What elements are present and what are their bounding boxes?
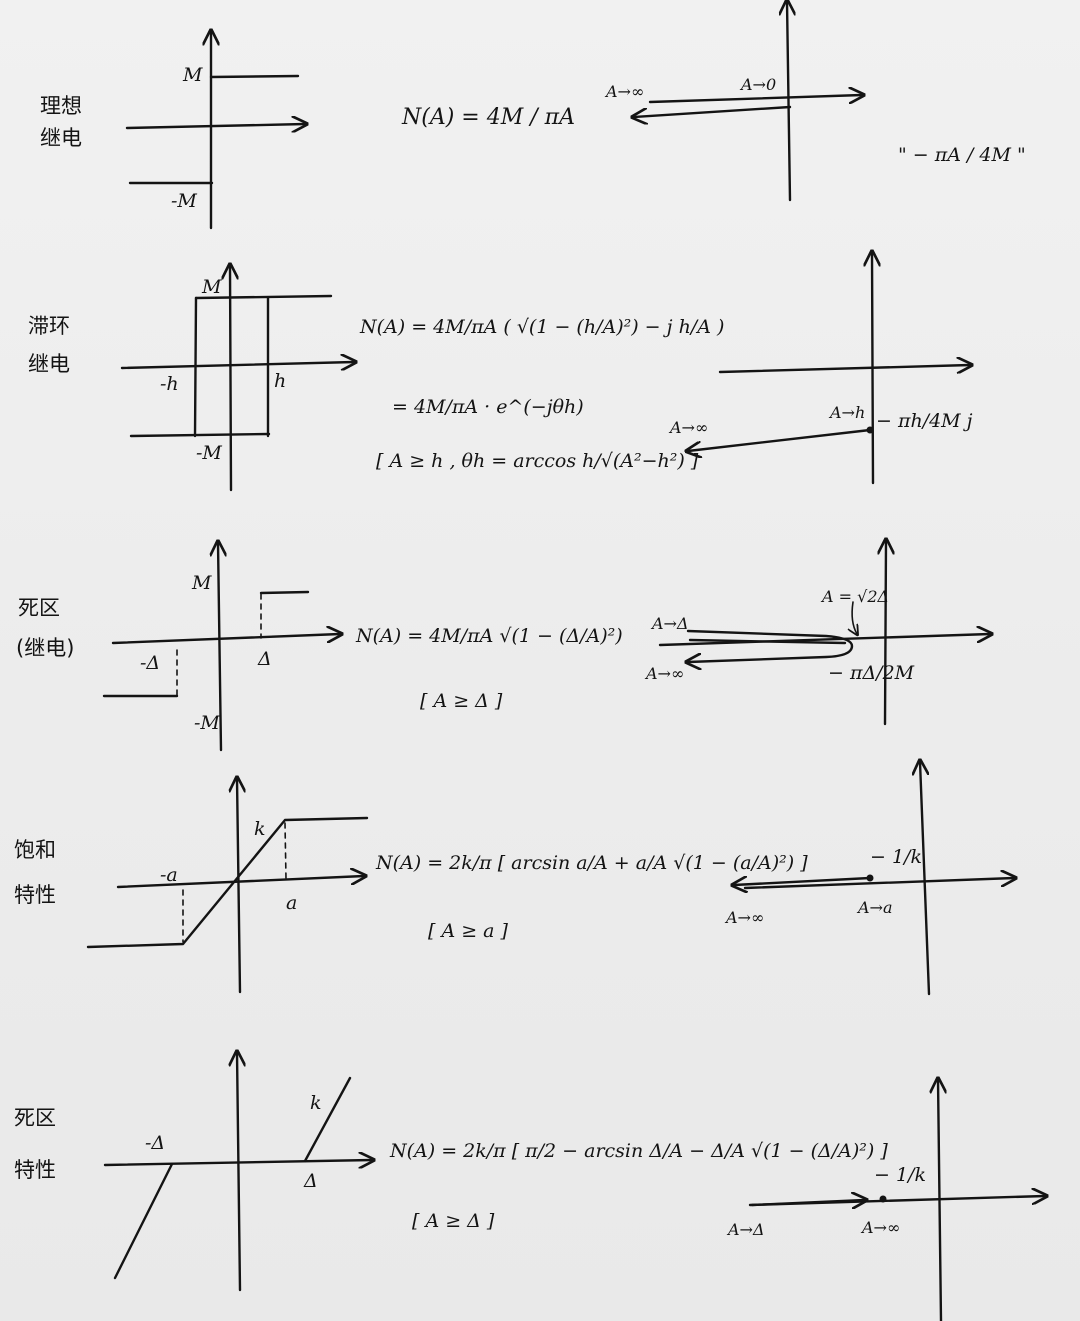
row2-label-h: h	[274, 370, 287, 392]
row3-label-turn: A = √2Δ	[822, 587, 890, 606]
row2-formula-line1: N(A) = 4M/πA ( √(1 − (h/A)²) − j h/A )	[360, 316, 725, 338]
row5-label-delta: Δ	[304, 1170, 318, 1192]
row3-label-M: M	[192, 572, 212, 594]
row4-formula-line2: [ A ≥ a ]	[428, 920, 508, 942]
row3-label-delta: Δ	[258, 648, 272, 670]
row4-label-A-inf: A→∞	[726, 908, 765, 927]
row5-formula-line1: N(A) = 2k/π [ π/2 − arcsin Δ/A − Δ/A √(1…	[390, 1140, 888, 1162]
row1-formula: N(A) = 4M / πA	[402, 105, 575, 130]
row2-label-A-h: A→h	[830, 403, 866, 422]
row4-formula-line1: N(A) = 2k/π [ arcsin a/A + a/A √(1 − (a/…	[376, 852, 808, 874]
row1-label-A-inf: A→∞	[606, 82, 645, 101]
row5-formula-line2: [ A ≥ Δ ]	[412, 1210, 495, 1232]
row3-name-line1: 死区	[18, 596, 60, 620]
row2-label-negM: -M	[196, 442, 222, 464]
row3-label-negM: -M	[194, 712, 220, 734]
row4-label-a: a	[286, 892, 298, 914]
row3-label-A-inf: A→∞	[646, 664, 685, 683]
row4-nyquist-plot	[734, 762, 1014, 996]
row3-label-point: − πΔ/2M	[828, 662, 915, 684]
row1-label-negM: -M	[171, 190, 197, 212]
row4-name-line2: 特性	[14, 883, 56, 907]
row3-label-A-delta: A→Δ	[652, 614, 689, 633]
row4-saturation-graph	[86, 779, 369, 994]
row2-label-M: M	[202, 276, 222, 298]
row3-deadzone-relay-graph	[102, 543, 340, 752]
row1-relay-graph	[125, 32, 305, 230]
row3-nyquist-plot	[658, 541, 990, 726]
row1-label-point: " − πA / 4M "	[898, 144, 1026, 166]
row4-label-point: − 1/k	[870, 846, 922, 868]
row2-formula-line3: [ A ≥ h , θh = arccos h/√(A²−h²) ]	[376, 450, 699, 472]
row3-formula-line2: [ A ≥ Δ ]	[420, 690, 503, 712]
row5-name-line1: 死区	[14, 1106, 56, 1130]
row1-name-line1: 理想	[40, 94, 82, 118]
row5-label-A-delta: A→Δ	[728, 1220, 765, 1239]
row5-label-negdelta: -Δ	[145, 1132, 166, 1154]
row3-formula-line1: N(A) = 4M/πA √(1 − (Δ/A)²)	[356, 625, 623, 647]
row2-name-line1: 滞环	[28, 314, 70, 338]
row2-label-A-inf: A→∞	[670, 418, 709, 437]
row4-label-k: k	[254, 818, 266, 840]
row3-name-line2: (继电)	[16, 636, 75, 660]
row2-formula-line2: = 4M/πA · e^(−jθh)	[392, 396, 584, 418]
row1-name-line2: 继电	[40, 126, 82, 150]
row5-name-line2: 特性	[14, 1158, 56, 1182]
row2-hysteresis-graph	[120, 266, 354, 492]
row4-label-nega: -a	[160, 864, 178, 886]
row2-nyquist-plot	[688, 253, 970, 485]
row5-label-point: − 1/k	[874, 1164, 926, 1186]
row2-name-line2: 继电	[28, 352, 70, 376]
row5-label-k: k	[310, 1092, 322, 1114]
row5-deadzone-graph	[103, 1053, 372, 1292]
row4-name-line1: 饱和	[14, 838, 56, 862]
row1-label-A-zero: A→0	[741, 75, 777, 94]
row1-label-M: M	[183, 64, 203, 86]
row3-label-negdelta: -Δ	[140, 652, 161, 674]
row2-label-point: − πh/4M j	[876, 410, 973, 432]
row4-label-A-a: A→a	[858, 898, 893, 917]
row1-nyquist-plot	[634, 2, 862, 202]
row5-label-A-inf: A→∞	[862, 1218, 901, 1237]
row5-nyquist-plot	[748, 1080, 1045, 1321]
row2-label-negh: -h	[160, 373, 179, 395]
